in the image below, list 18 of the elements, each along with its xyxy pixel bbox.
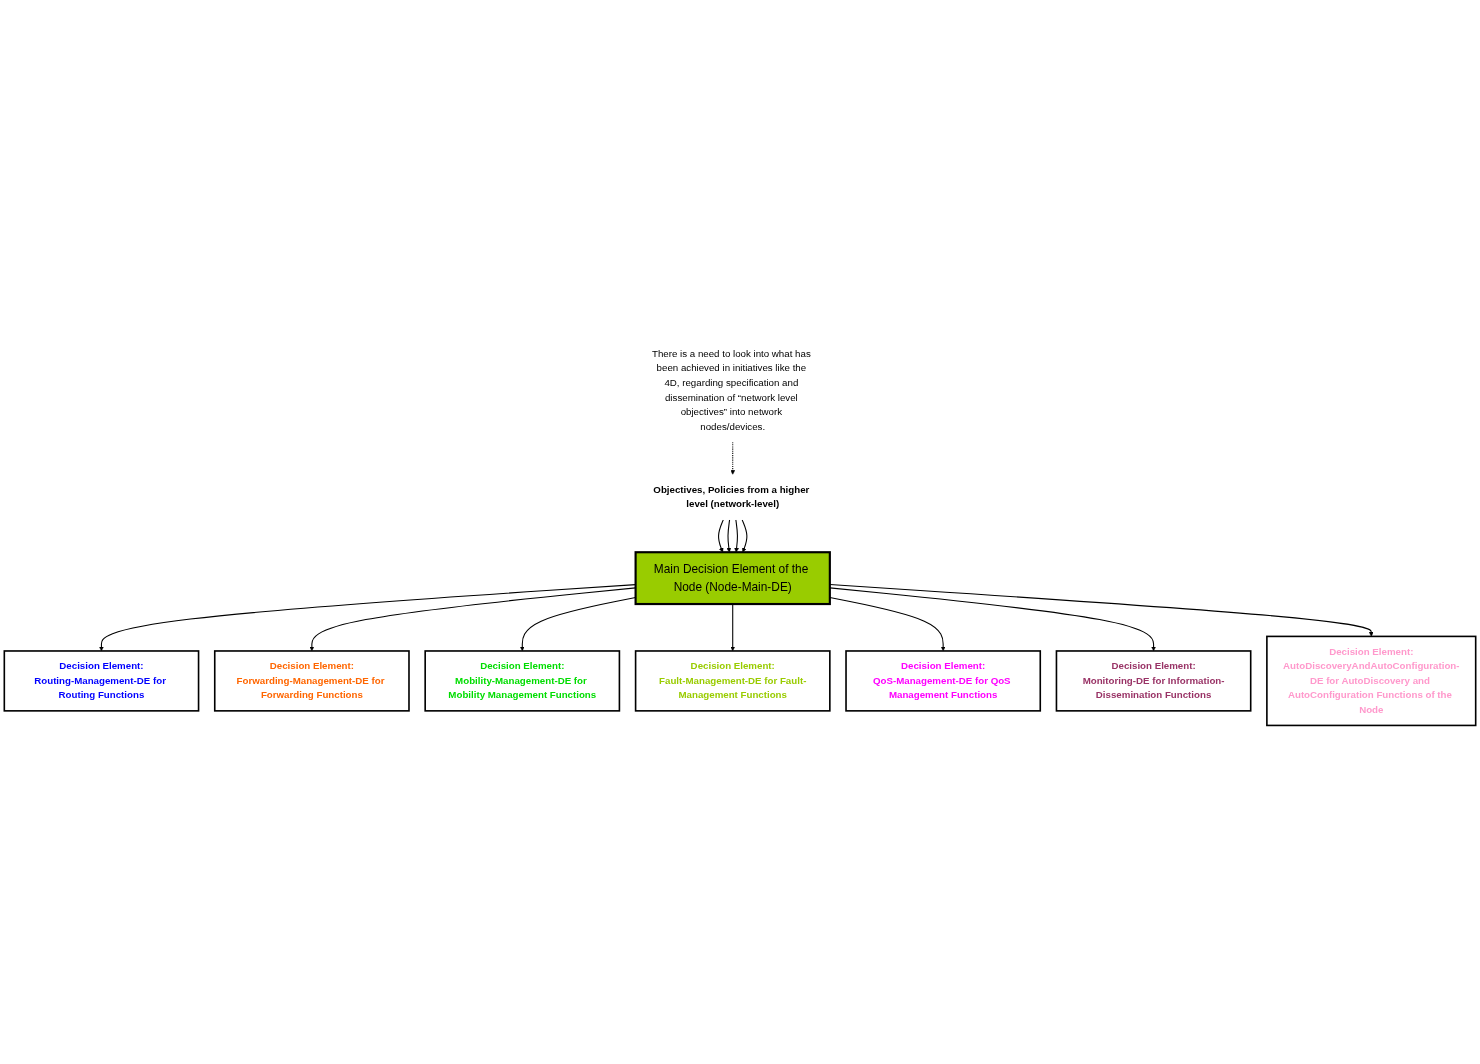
node-box: Decision Element: Fault-Management-DE for Fault-Management Functions <box>634 650 831 712</box>
arrow <box>734 519 739 553</box>
node-text: There is a need to look into what has been achieved in initiatives like the 4D, regarding specification and dissemination of “network level objectives” into network nodes/devices. <box>652 348 811 432</box>
node-box: Decision Element: Monitoring-DE for Information-Dissemination Functions <box>1055 650 1252 712</box>
node-box: Decision Element: Routing-Management-DE for Routing Functions <box>3 650 200 712</box>
node-box: Decision Element: Forwarding-Management-DE for Forwarding Functions <box>213 650 410 712</box>
node-text: Objectives, Policies from a higher level (network-level) <box>653 484 810 510</box>
node-box: Main Decision Element of the Node (Node-Main-DE) <box>634 551 831 606</box>
arrow <box>718 519 724 553</box>
node-box: Decision Element: QoS-Management-DE for QoS Management Functions <box>845 650 1042 712</box>
node-box: Decision Element: Mobility-Management-DE for Mobility Management Functions <box>424 650 621 712</box>
arrow <box>730 441 736 475</box>
arrow <box>726 519 732 553</box>
arrow <box>829 584 1374 637</box>
arrow <box>829 597 946 652</box>
node-box: Decision Element: AutoDiscoveryAndAutoConfiguration-DE for AutoDiscovery and AutoConfiguration Functions of the Node <box>1266 635 1477 727</box>
arrow <box>741 519 748 553</box>
arrow <box>829 587 1156 652</box>
